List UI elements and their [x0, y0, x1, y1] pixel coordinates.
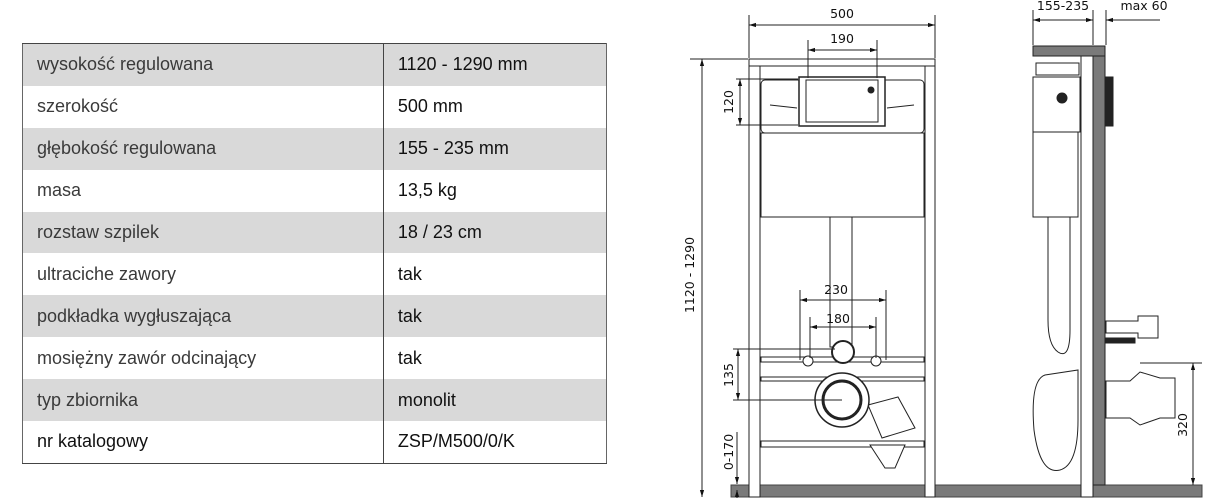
- spec-label: masa: [37, 180, 82, 201]
- spec-label: wysokość regulowana: [22, 43, 384, 86]
- floor: [730, 484, 1203, 498]
- spec-value: 1120 - 1290 mm: [382, 43, 607, 86]
- spec-label: mosiężny zawór odcinający: [37, 347, 257, 368]
- dim-foot-adjust: 0-170: [721, 434, 736, 470]
- dim-total-height: 1120 - 1290: [682, 237, 697, 313]
- dim-actuator-height: 120: [721, 90, 736, 114]
- dim-wall-max: max 60: [1120, 0, 1167, 13]
- table-row: ultraciche zawory tak: [23, 253, 607, 296]
- spec-label: ultraciche zawory: [37, 263, 177, 284]
- dim-actuator-width: 190: [830, 31, 854, 46]
- spec-label: typ zbiornika: [22, 379, 384, 422]
- table-row: masa 13,5 kg: [23, 169, 607, 212]
- spec-label: szerokość: [37, 96, 119, 117]
- spec-value: ZSP/M500/0/K: [382, 421, 607, 464]
- side-view: [1032, 45, 1176, 498]
- spec-value: tak: [382, 295, 607, 338]
- spec-value: tak: [382, 253, 607, 296]
- dim-width: 500: [830, 6, 854, 21]
- dim-depth: 155-235: [1037, 0, 1089, 13]
- dim-studs-inner: 180: [826, 311, 850, 326]
- spec-label: głębokość regulowana: [22, 127, 384, 170]
- dim-outlet-height: 320: [1175, 413, 1190, 437]
- dimension-labels: 500 190 120 1120 - 1290 230 180 135 0-17…: [682, 0, 1190, 470]
- spec-value: 13,5 kg: [382, 169, 607, 212]
- dimension-lines: [690, 10, 1202, 498]
- spec-value: tak: [382, 337, 607, 380]
- spec-value: 155 - 235 mm: [382, 127, 607, 170]
- table-row: nr katalogowy ZSP/M500/0/K: [23, 421, 607, 464]
- spec-label: nr katalogowy: [37, 431, 149, 452]
- spec-value: 18 / 23 cm: [382, 211, 607, 254]
- table-row: mosiężny zawór odcinający tak: [23, 337, 607, 380]
- spec-label: podkładka wygłuszająca: [22, 295, 384, 338]
- dim-studs-outer: 230: [824, 282, 848, 297]
- spec-value: monolit: [382, 379, 607, 422]
- spec-label: rozstaw szpilek: [22, 211, 384, 254]
- table-row: szerokość 500 mm: [23, 85, 607, 128]
- spec-value: 500 mm: [382, 85, 607, 128]
- dim-outlet-offset: 135: [721, 363, 736, 387]
- front-frame: [748, 58, 936, 498]
